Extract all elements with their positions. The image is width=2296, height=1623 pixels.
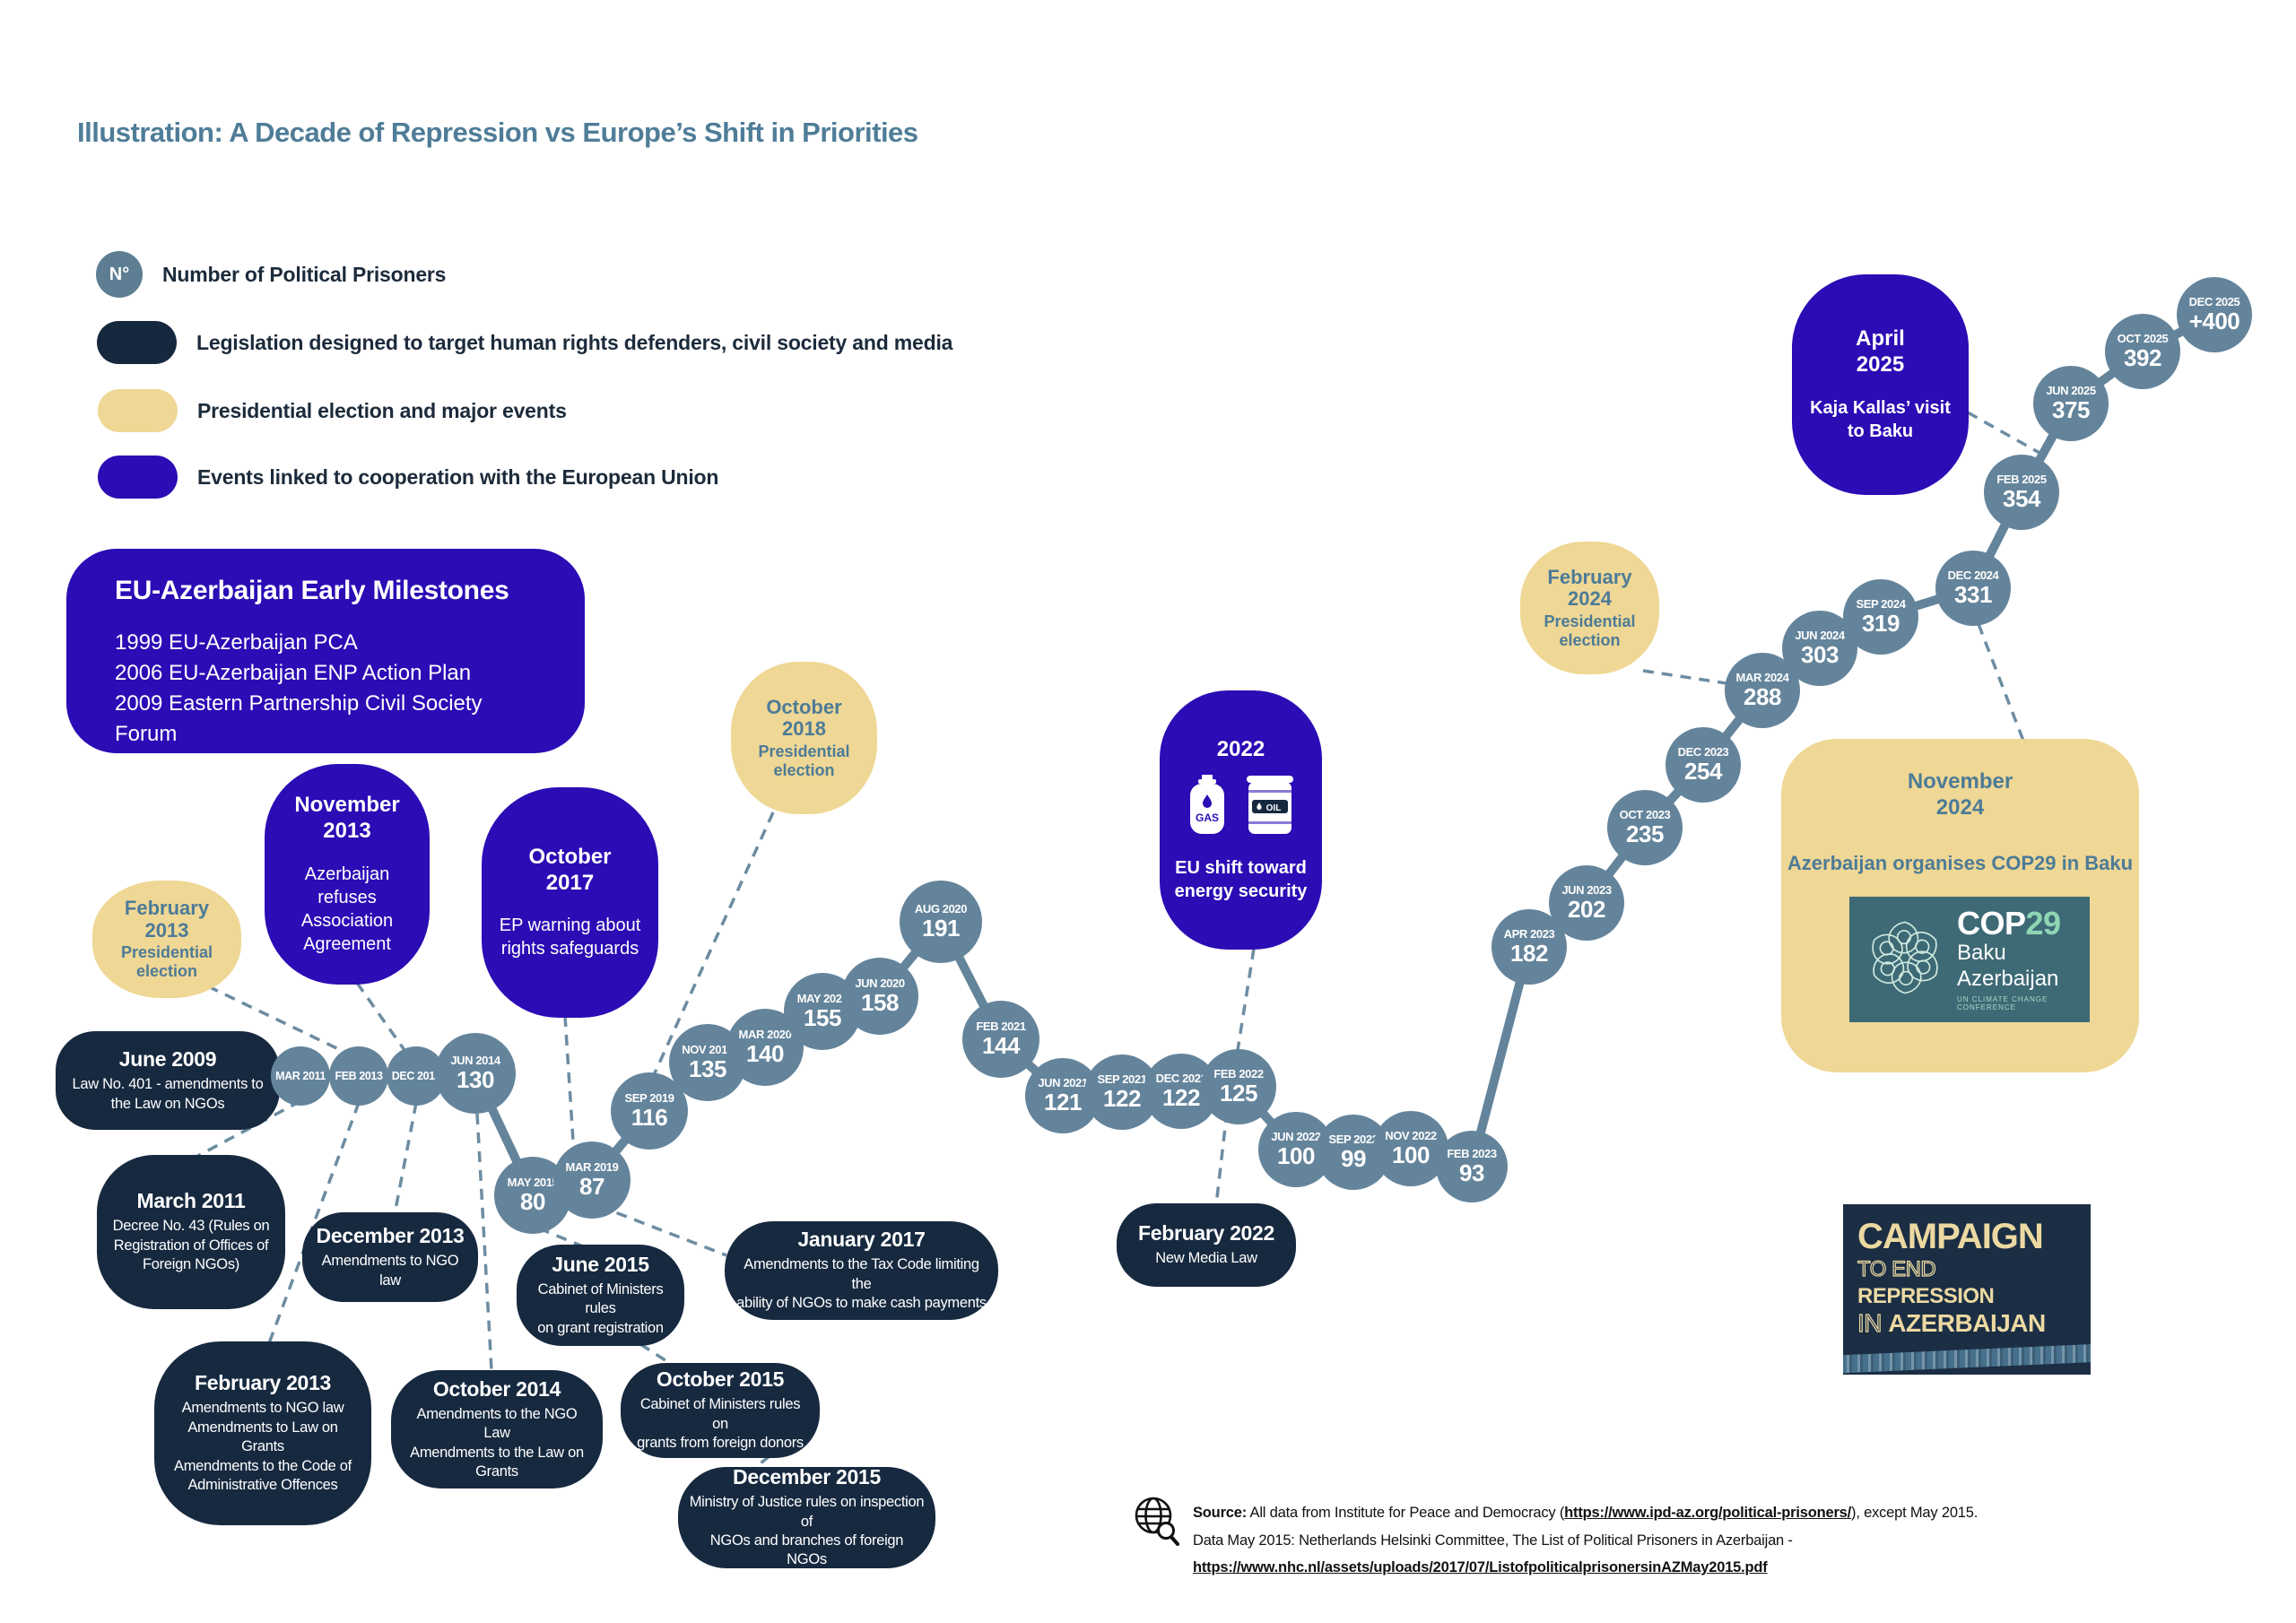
event-bubble-november-2013: November 2013 Azerbaijan refuses Associa… [265, 764, 430, 985]
data-point-mar-2011: MAR 2011 [271, 1046, 330, 1106]
eu-milestones-title: EU-Azerbaijan Early Milestones [115, 576, 509, 605]
globe-search-icon [1132, 1494, 1180, 1552]
event-box-february-2013-laws: February 2013 Amendments to NGO law Amen… [154, 1341, 371, 1525]
legend-label: Presidential election and major events [197, 398, 567, 422]
cop29-ornament-icon [1858, 906, 1952, 1014]
source-link-nhc[interactable]: https://www.nhc.nl/assets/uploads/2017/0… [1193, 1559, 1768, 1576]
eu-milestones-box: EU-Azerbaijan Early Milestones 1999 EU-A… [66, 549, 585, 753]
legend-item-legislation: Legislation designed to target human rig… [97, 321, 952, 364]
event-box-november-2024-cop29: November 2024 Azerbaijan organises COP29… [1781, 739, 2139, 1072]
campaign-logo: CAMPAIGN TO END REPRESSION IN AZERBAIJAN [1843, 1204, 2091, 1375]
event-box-december-2015: December 2015 Ministry of Justice rules … [678, 1465, 935, 1568]
legend-item-elections: Presidential election and major events [98, 389, 567, 432]
page-title: Illustration: A Decade of Repression vs … [77, 117, 918, 148]
svg-text:GAS: GAS [1195, 812, 1218, 824]
event-bubble-october-2017: October 2017 EP warning about rights saf… [482, 787, 658, 1018]
svg-text:OIL: OIL [1265, 803, 1281, 813]
event-bubble-february-2024-election: February 2024 Presidential election [1520, 542, 1659, 674]
event-box-december-2013: December 2013 Amendments to NGO law [302, 1212, 478, 1302]
oil-barrel-icon: OIL [1244, 775, 1296, 838]
eu-swatch-icon [98, 456, 178, 499]
gas-cylinder-icon: GAS [1187, 775, 1228, 838]
eu-milestones-list: 1999 EU-Azerbaijan PCA 2006 EU-Azerbaija… [115, 630, 483, 747]
event-box-october-2015: October 2015 Cabinet of Ministers rules … [621, 1363, 820, 1458]
legend-item-prisoners: N° Number of Political Prisoners [96, 251, 446, 298]
event-bubble-2022-energy: 2022 GAS OIL [1160, 690, 1322, 950]
event-bubble-october-2018-election: October 2018 Presidential election [731, 662, 877, 814]
event-box-june-2009: June 2009 Law No. 401 - amendments to th… [56, 1031, 280, 1130]
energy-icons: GAS OIL [1187, 775, 1296, 838]
event-box-june-2015: June 2015 Cabinet of Ministers rules on … [517, 1245, 684, 1346]
legislation-swatch-icon [97, 321, 177, 364]
legend-item-eu-events: Events linked to cooperation with the Eu… [98, 456, 718, 499]
event-box-march-2011: March 2011 Decree No. 43 (Rules on Regis… [97, 1155, 285, 1309]
source-link-ipd[interactable]: https://www.ipd-az.org/political-prisone… [1564, 1505, 1852, 1521]
event-box-february-2022: February 2022 New Media Law [1117, 1203, 1296, 1287]
data-point-dec-2025: DEC 2025+400 [2177, 277, 2252, 352]
prisoner-count-marker-icon: N° [96, 251, 143, 298]
cop29-logo: COP29 Baku Azerbaijan UN CLIMATE CHANGE … [1849, 897, 2090, 1022]
legend-label: Number of Political Prisoners [162, 262, 447, 286]
legend-label: Events linked to cooperation with the Eu… [197, 464, 719, 489]
event-box-october-2014: October 2014 Amendments to the NGO Law A… [391, 1370, 603, 1488]
data-point-feb-2013: FEB 2013 [329, 1046, 388, 1106]
event-bubble-february-2013-election: February 2013 Presidential election [92, 881, 241, 998]
event-bubble-april-2025: April 2025 Kaja Kallas’ visit to Baku [1792, 274, 1969, 495]
event-box-january-2017: January 2017 Amendments to the Tax Code … [725, 1221, 998, 1320]
source-note: Source: All data from Institute for Peac… [1193, 1505, 1979, 1576]
election-swatch-icon [98, 389, 178, 432]
carpet-pattern-band [1843, 1343, 2091, 1374]
legend-label: Legislation designed to target human rig… [196, 330, 953, 354]
